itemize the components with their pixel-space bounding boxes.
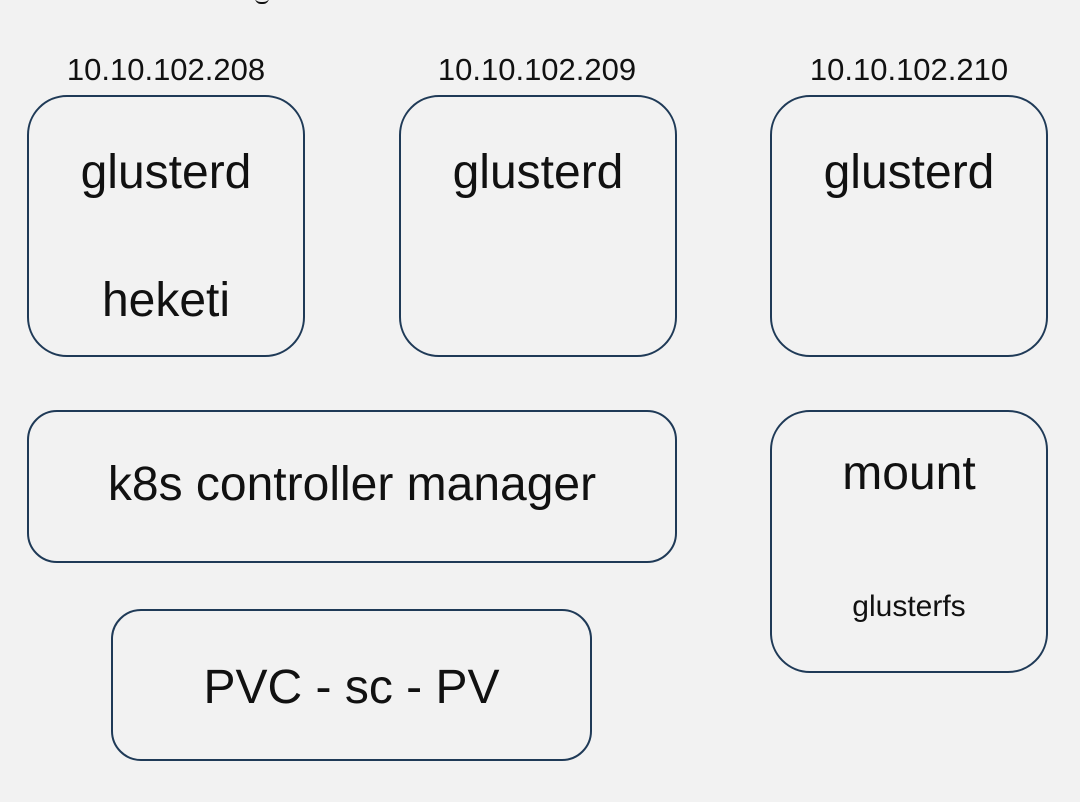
node-box-210: glusterd <box>770 95 1048 357</box>
node-ip-label-208: 10.10.102.208 <box>66 52 266 87</box>
node-box-209: glusterd <box>399 95 677 357</box>
pvc-sc-pv-label: PVC - sc - PV <box>203 661 500 714</box>
cropped-title-fragment <box>255 0 269 4</box>
mount-label: mount <box>842 447 976 500</box>
glusterd-label: glusterd <box>823 146 995 199</box>
glusterfs-label: glusterfs <box>852 590 966 623</box>
pvc-sc-pv-box: PVC - sc - PV <box>111 609 592 761</box>
node-ip-label-210: 10.10.102.210 <box>809 52 1009 87</box>
k8s-controller-manager-box: k8s controller manager <box>27 410 677 563</box>
k8s-controller-manager-label: k8s controller manager <box>107 458 597 511</box>
mount-box: mount glusterfs <box>770 410 1048 673</box>
node-box-208: glusterd heketi <box>27 95 305 357</box>
glusterd-label: glusterd <box>80 146 252 199</box>
node-ip-label-209: 10.10.102.209 <box>437 52 637 87</box>
heketi-label: heketi <box>101 274 231 327</box>
glusterd-label: glusterd <box>452 146 624 199</box>
